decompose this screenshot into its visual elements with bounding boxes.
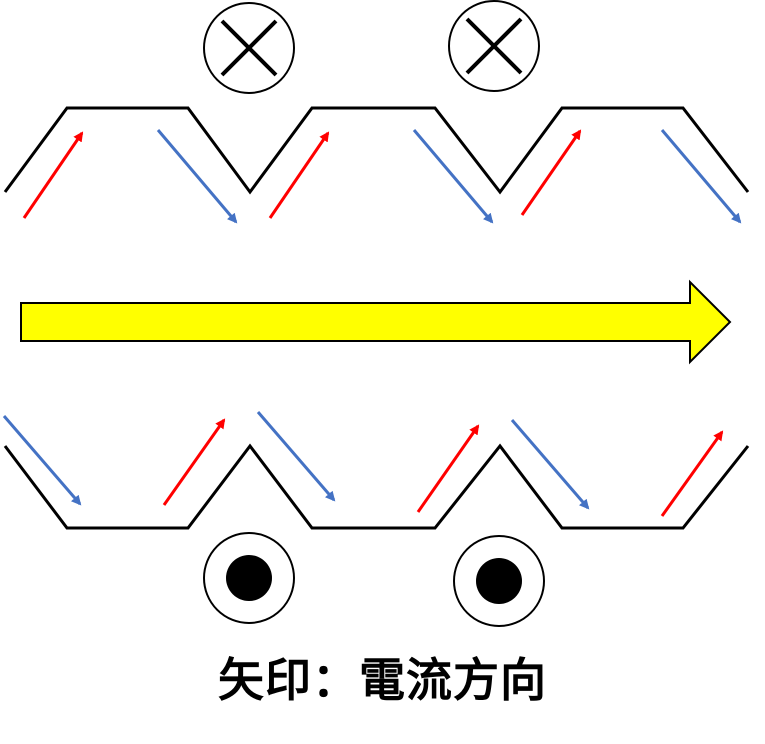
top-red-current-arrows (22, 129, 582, 219)
top-zigzag-conductor (3, 106, 750, 195)
top-red-arrow-2 (268, 131, 330, 219)
out-of-page-dot-icon (453, 535, 545, 627)
bottom-red-current-arrows (162, 418, 724, 517)
top-red-arrow-1 (22, 131, 84, 219)
bottom-blue-arrow-2 (256, 411, 336, 502)
out-of-page-dot-icon (203, 532, 295, 624)
top-blue-arrow-3 (660, 129, 742, 224)
bottom-red-arrow-1 (162, 418, 226, 506)
bottom-zigzag-conductor (3, 443, 750, 530)
main-yellow-arrow (20, 279, 732, 365)
bottom-blue-current-arrows (2, 411, 590, 510)
bottom-blue-arrow-1 (2, 415, 82, 506)
top-blue-arrow-2 (412, 129, 494, 224)
into-page-cross-icon (448, 0, 540, 92)
into-page-cross-icon (203, 2, 295, 94)
top-red-arrow-3 (520, 129, 582, 216)
caption-text: 矢印：電流方向 (218, 653, 547, 707)
top-blue-arrow-1 (156, 129, 238, 224)
bottom-blue-arrow-3 (510, 419, 590, 510)
bottom-red-arrow-2 (416, 424, 480, 513)
bottom-red-arrow-3 (660, 430, 724, 517)
top-blue-current-arrows (156, 129, 742, 224)
